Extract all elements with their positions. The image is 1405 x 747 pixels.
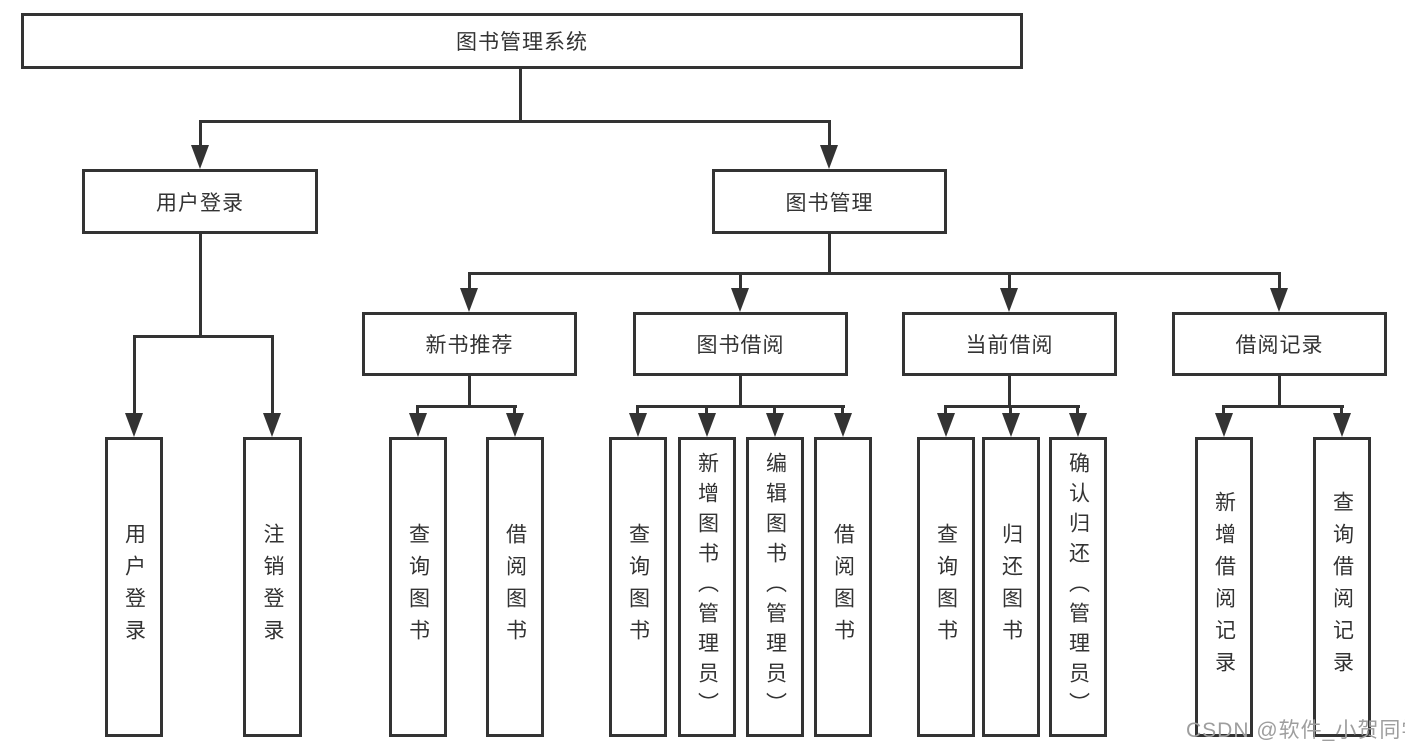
connector-line xyxy=(1008,376,1011,406)
connector-line xyxy=(1222,405,1344,408)
arrowhead-down xyxy=(629,413,647,437)
connector-line xyxy=(828,234,831,272)
arrowhead-down xyxy=(1270,288,1288,312)
node-book-borrowing: 图书借阅 xyxy=(633,312,848,376)
arrowhead-down xyxy=(834,413,852,437)
connector-line xyxy=(1278,376,1281,406)
connector-line xyxy=(1009,405,1012,417)
node-new-book-recommendation: 新书推荐 xyxy=(362,312,577,376)
leaf-query-books-current: 查询图书 xyxy=(917,437,975,737)
arrowhead-down xyxy=(698,413,716,437)
leaf-confirm-return-admin: 确认归还（管理员） xyxy=(1049,437,1107,737)
arrowhead-down xyxy=(820,145,838,169)
connector-line xyxy=(1222,405,1225,417)
connector-line xyxy=(416,405,517,408)
arrowhead-down xyxy=(766,413,784,437)
connector-line xyxy=(416,405,419,417)
connector-line xyxy=(133,335,274,338)
arrowhead-down xyxy=(1000,288,1018,312)
node-book-management: 图书管理 xyxy=(712,169,947,234)
arrowhead-down xyxy=(460,288,478,312)
arrowhead-down xyxy=(1002,413,1020,437)
connector-line xyxy=(1340,405,1343,417)
connector-line xyxy=(199,234,202,335)
connector-line xyxy=(1076,405,1079,417)
node-current-borrowing: 当前借阅 xyxy=(902,312,1117,376)
node-label: 图书管理 xyxy=(785,191,874,215)
connector-line xyxy=(705,405,708,417)
leaf-edit-books-admin: 编辑图书（管理员） xyxy=(746,437,804,737)
arrowhead-down xyxy=(731,288,749,312)
arrowhead-down xyxy=(1333,413,1351,437)
arrowhead-down xyxy=(1215,413,1233,437)
connector-line xyxy=(468,272,471,292)
arrowhead-down xyxy=(125,413,143,437)
leaf-borrow-books-recommend: 借阅图书 xyxy=(486,437,544,737)
node-label: 借阅记录 xyxy=(1235,334,1324,357)
leaf-logout: 注销登录 xyxy=(243,437,302,737)
leaf-label: 查询借阅记录 xyxy=(1330,491,1354,683)
node-user-login: 用户登录 xyxy=(82,169,318,234)
connector-line xyxy=(519,69,522,120)
leaf-add-borrow-record: 新增借阅记录 xyxy=(1195,437,1253,737)
node-label: 图书借阅 xyxy=(696,334,785,357)
leaf-label: 新增借阅记录 xyxy=(1212,491,1236,683)
connector-line xyxy=(133,335,136,415)
connector-line xyxy=(636,405,639,417)
connector-line xyxy=(739,376,742,406)
node-borrowing-records: 借阅记录 xyxy=(1172,312,1387,376)
connector-line xyxy=(636,405,845,408)
connector-line xyxy=(271,335,274,415)
node-label: 用户登录 xyxy=(156,191,244,215)
leaf-borrow-books-borrowing: 借阅图书 xyxy=(814,437,872,737)
leaf-query-books-borrowing: 查询图书 xyxy=(609,437,667,737)
connector-line xyxy=(1278,272,1281,292)
connector-line xyxy=(199,120,202,150)
connector-line xyxy=(828,120,831,150)
leaf-label: 查询图书 xyxy=(406,523,430,651)
watermark: CSDN @软件_小贺同学 xyxy=(1186,719,1405,742)
connector-line xyxy=(739,272,742,292)
leaf-query-books-recommend: 查询图书 xyxy=(389,437,447,737)
arrowhead-down xyxy=(409,413,427,437)
arrowhead-down xyxy=(191,145,209,169)
connector-line xyxy=(1008,272,1011,292)
arrowhead-down xyxy=(263,413,281,437)
leaf-query-borrow-record: 查询借阅记录 xyxy=(1313,437,1371,737)
arrowhead-down xyxy=(1069,413,1087,437)
leaf-label: 注销登录 xyxy=(261,523,284,651)
connector-line xyxy=(468,376,471,406)
leaf-label: 确认归还（管理员） xyxy=(1066,452,1090,722)
leaf-return-books: 归还图书 xyxy=(982,437,1040,737)
connector-line xyxy=(944,405,1080,408)
connector-line xyxy=(773,405,776,417)
connector-line xyxy=(199,120,831,123)
leaf-label: 编辑图书（管理员） xyxy=(763,452,787,722)
leaf-label: 查询图书 xyxy=(934,523,958,651)
leaf-label: 借阅图书 xyxy=(503,523,527,651)
leaf-label: 用户登录 xyxy=(122,523,146,651)
leaf-user-login: 用户登录 xyxy=(105,437,163,737)
leaf-label: 借阅图书 xyxy=(831,523,855,651)
leaf-label: 归还图书 xyxy=(999,523,1023,651)
arrowhead-down xyxy=(506,413,524,437)
connector-line xyxy=(513,405,516,417)
node-label: 当前借阅 xyxy=(965,334,1054,357)
connector-line xyxy=(944,405,947,417)
connector-line xyxy=(841,405,844,417)
leaf-add-books-admin: 新增图书（管理员） xyxy=(678,437,736,737)
leaf-label: 查询图书 xyxy=(626,523,650,651)
arrowhead-down xyxy=(937,413,955,437)
node-label: 新书推荐 xyxy=(425,334,514,357)
node-library-management-system: 图书管理系统 xyxy=(21,13,1023,69)
connector-line xyxy=(468,272,1281,275)
leaf-label: 新增图书（管理员） xyxy=(695,452,719,722)
node-label: 图书管理系统 xyxy=(456,31,588,54)
